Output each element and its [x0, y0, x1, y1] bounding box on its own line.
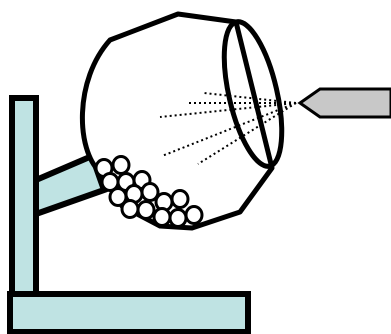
stand-base	[7, 291, 251, 334]
spray-line	[161, 102, 297, 157]
spray-line	[203, 92, 297, 104]
tablet	[111, 155, 131, 175]
tablet	[152, 207, 172, 227]
spray-line	[197, 102, 297, 165]
tablet	[170, 189, 190, 209]
spray-pattern	[159, 92, 297, 165]
stand-post	[9, 95, 39, 299]
tablet	[140, 182, 160, 202]
tablet-bed	[94, 155, 204, 228]
tablet	[120, 199, 140, 219]
tablet	[184, 205, 204, 225]
spray-nozzle	[297, 87, 391, 119]
stand-arm	[33, 151, 108, 219]
stand	[7, 95, 251, 334]
drum-opening	[221, 19, 285, 169]
tablet	[168, 208, 188, 228]
tablet	[136, 200, 156, 220]
